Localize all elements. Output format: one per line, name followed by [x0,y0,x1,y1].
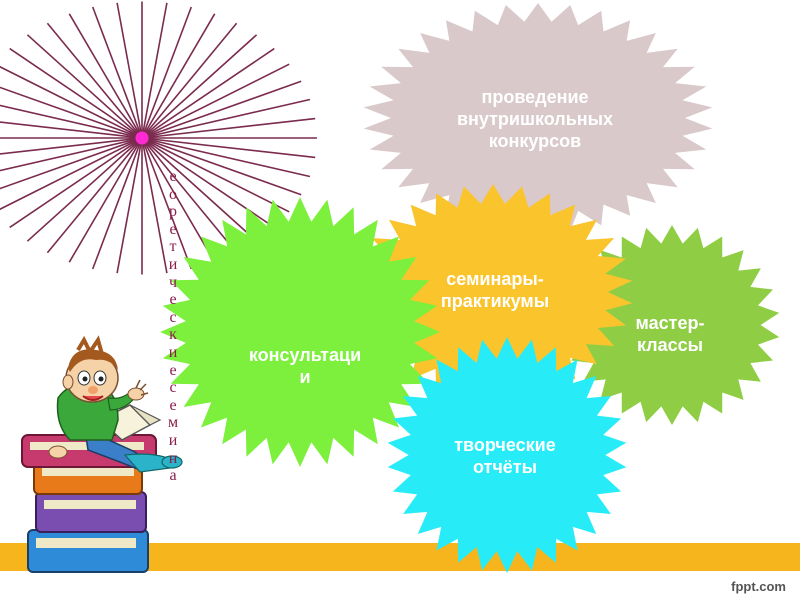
ray-line [141,22,238,139]
contests-label: проведение внутришкольных конкурсов [456,87,614,151]
ray-line [141,137,275,229]
ray-line [141,137,316,159]
boy-on-books-illustration [21,335,183,573]
ray-line [91,6,143,139]
ray-line [0,137,143,190]
ray-line [0,104,143,139]
burst-contests [363,3,713,233]
starbursts [160,3,780,573]
ray-line [141,47,275,139]
ray-line [141,137,216,263]
ray-line [46,137,143,254]
ray-line [116,137,143,274]
ray-line [0,86,143,139]
ray-line [68,13,143,139]
ray-line [141,2,168,139]
ray-line [141,137,311,178]
ray-line [141,137,290,213]
ray-line [0,121,143,139]
masterclasses-label: мастер- классы [635,313,705,355]
ray-line [141,63,290,139]
ray-line [91,137,143,270]
ray-line [26,137,143,242]
seminars-label: семинары- практикумы [440,269,550,311]
ray-line [0,137,143,172]
ray-line [0,137,143,211]
ray-line [0,65,143,139]
ray-line [26,34,143,139]
vertical-text: еоретические семина [167,168,179,485]
ray-line [9,47,143,139]
ray-line [141,34,258,139]
ray-line [141,13,216,139]
ray-line [141,137,193,270]
burst-consult [160,197,440,467]
creative-reports-label: творческие отчёты [454,435,556,477]
burst-seminars [353,184,633,400]
ray-line [141,137,258,242]
ray-line [141,137,168,274]
ray-line [68,137,143,263]
ray-line [141,117,316,139]
ray-line [116,2,143,139]
ray-line [141,137,302,196]
ray-line [9,137,143,229]
consultations-label: консультаци и [248,345,362,387]
ray-line [46,22,143,139]
burst-reports [387,337,627,573]
starburst-center [134,130,150,146]
ray-line [141,137,238,254]
starburst-rays [0,1,317,275]
ray-line [0,137,143,155]
ray-line [141,6,193,139]
ray-line [141,98,311,139]
ray-line [141,80,302,139]
footer-watermark: fppt.com [731,579,786,594]
burst-masterclass [564,225,780,425]
